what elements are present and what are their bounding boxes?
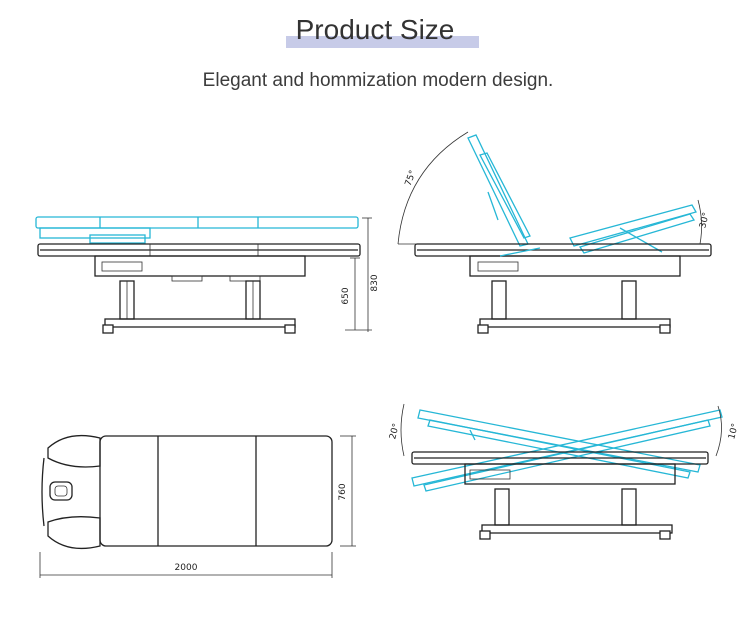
side-view-height: 650 830 (35, 216, 380, 334)
side-view-recline: 75° 30° (397, 131, 712, 334)
height-min-label: 650 (341, 287, 351, 304)
side-view-tilt: 20° 10° (388, 403, 741, 540)
tilt-head-angle-label: 20° (388, 422, 402, 440)
height-max-label: 830 (370, 274, 380, 291)
page-title: Product Size (295, 14, 455, 45)
width-label: 760 (338, 483, 348, 500)
title-container: Product Size (0, 14, 750, 46)
tilt-foot-angle-label: 10° (727, 422, 741, 440)
leg-angle-label: 30° (698, 211, 712, 229)
title-underline-bar (286, 36, 479, 48)
length-label: 2000 (175, 563, 198, 573)
page-subtitle: Elegant and hommization modern design. (202, 70, 554, 91)
top-view: 760 2000 (39, 434, 356, 578)
back-angle-label: 75° (404, 169, 419, 187)
